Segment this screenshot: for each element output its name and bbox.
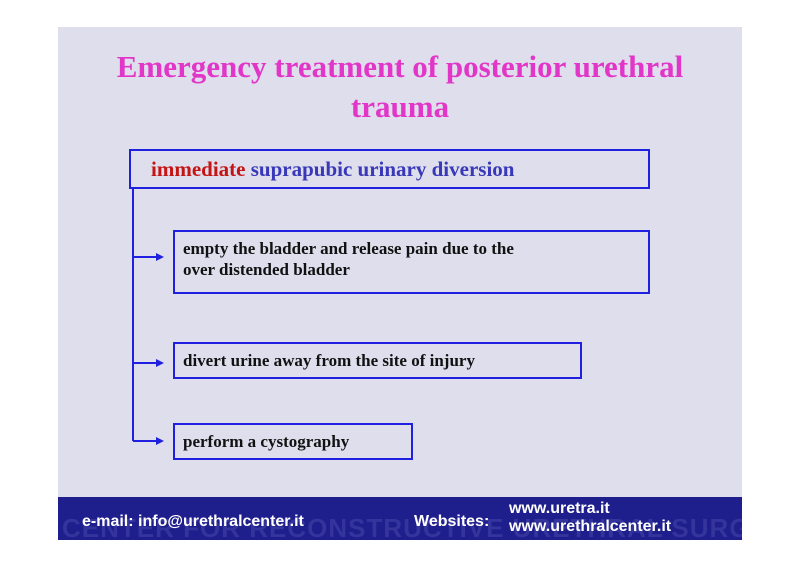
step-box-empty-bladder: empty the bladder and release pain due t…	[173, 230, 650, 294]
arrow-head-step-1	[156, 253, 164, 261]
step-3-text: perform a cystography	[183, 432, 350, 451]
slide-title: Emergency treatment of posterior urethra…	[58, 47, 742, 127]
footer-bar: CENTER FOR RECONSTRUCTIVE URETHRAL SURGE…	[58, 497, 742, 540]
step-1-line-2: over distended bladder	[183, 260, 350, 279]
main-treatment-box: immediate suprapubic urinary diversion	[129, 149, 650, 189]
footer-watermark: CENTER FOR RECONSTRUCTIVE URETHRAL SURGE…	[62, 513, 742, 540]
footer-email[interactable]: e-mail: info@urethralcenter.it	[82, 513, 304, 530]
footer-websites-label: Websites:	[414, 513, 490, 530]
arrow-head-step-2	[156, 359, 164, 367]
slide-title-line-2: trauma	[350, 89, 450, 124]
arrow-head-step-3	[156, 437, 164, 445]
step-box-divert-urine: divert urine away from the site of injur…	[173, 342, 582, 379]
footer-website-link-1[interactable]: www.uretra.it	[509, 500, 610, 517]
slide-title-line-1: Emergency treatment of posterior urethra…	[116, 49, 684, 84]
step-1-line-1: empty the bladder and release pain due t…	[183, 239, 514, 258]
footer-website-link-2[interactable]: www.urethralcenter.it	[509, 518, 672, 535]
slide: Emergency treatment of posterior urethra…	[58, 27, 742, 540]
main-box-highlight: immediate	[151, 157, 246, 181]
step-2-text: divert urine away from the site of injur…	[183, 351, 475, 370]
connector-diagram	[132, 189, 164, 445]
main-box-text: suprapubic urinary diversion	[250, 157, 515, 181]
step-box-cystography: perform a cystography	[173, 423, 413, 460]
